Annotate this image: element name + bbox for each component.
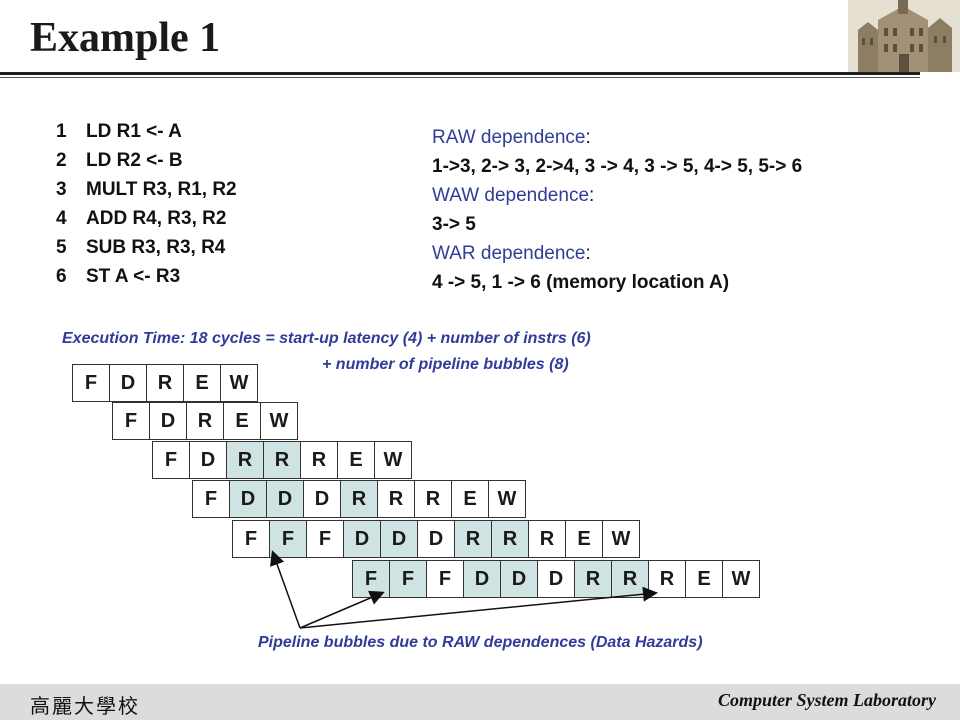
pipeline-stage-cell: F: [192, 480, 230, 518]
arrow-to-row6-left: [299, 590, 385, 629]
pipeline-stage-cell: W: [374, 441, 412, 479]
pipeline-stage-cell: F: [112, 402, 150, 440]
pipeline-bubble-cell: D: [229, 480, 267, 518]
pipeline-stage-cell: D: [537, 560, 575, 598]
pipeline-stage-cell: F: [72, 364, 110, 402]
pipeline-bubble-cell: R: [574, 560, 612, 598]
university-building-logo: [848, 0, 960, 72]
pipeline-stage-cell: D: [417, 520, 455, 558]
pipeline-bubble-cell: D: [463, 560, 501, 598]
pipeline-stage-cell: D: [189, 441, 227, 479]
war-value: 4 -> 5, 1 -> 6 (memory location A): [432, 272, 730, 293]
pipeline-bubble-cell: R: [263, 441, 301, 479]
pipeline-stage-cell: E: [223, 402, 261, 440]
pipeline-stage-cell: R: [300, 441, 338, 479]
footer-bar: [0, 684, 960, 720]
pipeline-stage-cell: E: [183, 364, 221, 402]
raw-value: 1->3, 2-> 3, 2->4, 3 -> 4, 3 -> 5, 4-> 5…: [432, 156, 803, 177]
pipeline-bubble-cell: F: [269, 520, 307, 558]
pipeline-stage-cell: D: [149, 402, 187, 440]
pipeline-stage-cell: R: [648, 560, 686, 598]
pipeline-bubble-cell: D: [500, 560, 538, 598]
pipeline-stage-cell: R: [414, 480, 452, 518]
pipeline-stage-cell: R: [146, 364, 184, 402]
pipeline-stage-cell: R: [186, 402, 224, 440]
pipeline-stage-cell: W: [260, 402, 298, 440]
bubble-caption: Pipeline bubbles due to RAW dependences …: [258, 634, 703, 651]
pipeline-bubble-cell: D: [343, 520, 381, 558]
pipeline-stage-cell: E: [565, 520, 603, 558]
raw-heading: RAW dependence:: [432, 127, 591, 148]
page-title: Example 1: [30, 15, 221, 61]
pipeline-stage-cell: F: [152, 441, 190, 479]
dependence-list: RAW dependence: 1->3, 2-> 3, 2->4, 3 -> …: [432, 123, 802, 297]
pipeline-stage-cell: D: [109, 364, 147, 402]
pipeline-stage-cell: F: [306, 520, 344, 558]
pipeline-stage-cell: E: [685, 560, 723, 598]
pipeline-stage-cell: W: [722, 560, 760, 598]
lab-name: Computer System Laboratory: [717, 690, 936, 710]
university-name: 高麗大學校: [30, 694, 140, 718]
pipeline-stage-cell: E: [337, 441, 375, 479]
pipeline-stage-cell: F: [232, 520, 270, 558]
pipeline-stage-cell: E: [451, 480, 489, 518]
waw-heading: WAW dependence:: [432, 185, 595, 206]
pipeline-stage-cell: R: [528, 520, 566, 558]
arrow-to-row6-right: [299, 586, 658, 629]
pipeline-bubble-cell: R: [454, 520, 492, 558]
pipeline-bubble-cell: D: [266, 480, 304, 518]
pipeline-stage-cell: D: [303, 480, 341, 518]
pipeline-bubble-cell: R: [491, 520, 529, 558]
war-heading: WAR dependence:: [432, 243, 591, 264]
pipeline-bubble-cell: D: [380, 520, 418, 558]
pipeline-stage-cell: W: [488, 480, 526, 518]
pipeline-bubble-cell: R: [611, 560, 649, 598]
pipeline-bubble-cell: R: [226, 441, 264, 479]
waw-value: 3-> 5: [432, 214, 476, 235]
execution-time-line2: + number of pipeline bubbles (8): [322, 356, 569, 373]
pipeline-bubble-cell: R: [340, 480, 378, 518]
pipeline-bubble-cell: F: [389, 560, 427, 598]
pipeline-stage-cell: W: [602, 520, 640, 558]
arrow-to-row5: [270, 550, 301, 629]
pipeline-stage-cell: R: [377, 480, 415, 518]
title-divider: [0, 72, 920, 75]
execution-time-line1: Execution Time: 18 cycles = start-up lat…: [62, 330, 591, 347]
pipeline-bubble-cell: F: [352, 560, 390, 598]
pipeline-stage-cell: W: [220, 364, 258, 402]
title-divider-thin: [0, 77, 920, 78]
pipeline-stage-cell: F: [426, 560, 464, 598]
